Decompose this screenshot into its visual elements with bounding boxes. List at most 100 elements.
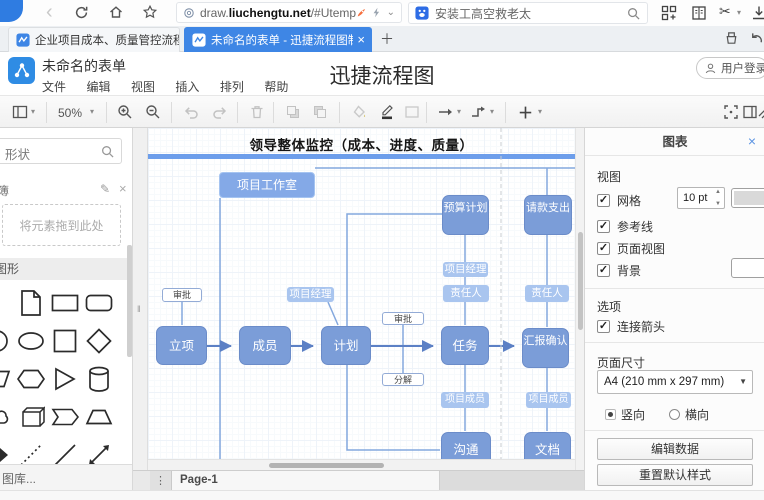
rocket-icon[interactable] — [356, 6, 367, 19]
edit-pencil-icon[interactable]: ✎ — [100, 182, 111, 196]
browser-logo-icon[interactable] — [0, 0, 23, 22]
shape-rounded-rectangle[interactable] — [82, 284, 116, 322]
flow-node-task[interactable]: 任务 — [441, 326, 489, 365]
shape-cloud[interactable] — [0, 398, 14, 436]
flow-label-owner[interactable]: 责任人 — [525, 285, 569, 302]
shape-triangle[interactable] — [48, 360, 82, 398]
guides-checkbox-row[interactable]: ✓ 参考线 — [597, 218, 653, 235]
background-checkbox-row[interactable]: ✓ 背景 — [597, 262, 641, 279]
fullscreen-icon[interactable] — [724, 105, 738, 119]
panel-close-icon[interactable]: × — [747, 133, 756, 149]
login-button[interactable]: 用户登录 — [696, 57, 764, 79]
page-view-checkbox-row[interactable]: ✓ 页面视图 — [597, 240, 665, 257]
arrow-style-dropdown-icon[interactable]: ▾ — [457, 107, 462, 116]
canvas-hscrollbar[interactable] — [148, 459, 575, 470]
shape-document[interactable] — [14, 284, 48, 322]
zoom-out-icon[interactable] — [145, 104, 161, 120]
reset-style-button[interactable]: 重置默认样式 — [597, 464, 753, 486]
star-icon[interactable] — [142, 4, 158, 20]
panel-toggle-icon[interactable] — [743, 105, 757, 119]
menu-file[interactable]: 文件 — [42, 80, 67, 94]
apps-grid-icon[interactable] — [661, 5, 677, 21]
collapse-handle-icon[interactable]: ‖ — [137, 304, 141, 314]
zoom-dropdown-icon[interactable]: ▾ — [90, 107, 95, 116]
zoom-level[interactable]: 50% — [58, 106, 83, 120]
connector-style-dropdown-icon[interactable]: ▾ — [490, 107, 495, 116]
browser-tab-active[interactable]: 未命名的表单 - 迅捷流程图制作 × — [184, 27, 372, 52]
flow-label-approve[interactable]: 审批 — [162, 288, 202, 302]
flow-node-budget[interactable]: 预算计划 — [442, 195, 489, 235]
shape-arrow[interactable] — [0, 436, 14, 474]
shape-square[interactable] — [48, 322, 82, 360]
back-icon[interactable]: ‹ — [46, 1, 53, 23]
checkbox-checked-icon[interactable]: ✓ — [597, 220, 610, 233]
shape-chevron-banner[interactable] — [48, 398, 82, 436]
sidebar-collapse-strip[interactable]: ‖ — [133, 128, 148, 490]
clean-brush-icon[interactable] — [724, 31, 739, 46]
scissors-dropdown-icon[interactable]: ▾ — [737, 8, 742, 17]
delete-icon[interactable] — [249, 104, 265, 120]
checkbox-checked-icon[interactable]: ✓ — [597, 194, 610, 207]
arrow-style-icon[interactable] — [437, 105, 454, 119]
background-color-swatch[interactable] — [731, 258, 764, 278]
sidebar-scrollbar[interactable] — [127, 245, 132, 357]
vscroll-thumb[interactable] — [577, 232, 583, 330]
grid-checkbox-row[interactable]: ✓ 网格 — [597, 192, 641, 209]
flow-label-pm[interactable]: 项目经理 — [287, 287, 334, 302]
connector-style-icon[interactable] — [470, 105, 487, 119]
shape-search-input[interactable]: 形状 — [0, 138, 122, 164]
flow-node-plan[interactable]: 计划 — [321, 326, 371, 365]
shape-circle[interactable] — [0, 322, 14, 360]
flow-node-member[interactable]: 成员 — [239, 326, 291, 365]
spinner-up-icon[interactable]: ▲ — [715, 189, 721, 195]
undo-icon[interactable] — [183, 104, 200, 120]
fill-color-icon[interactable] — [351, 104, 367, 120]
browser-tab-inactive[interactable]: 企业项目成本、质量管控流程图 — [8, 27, 180, 52]
flow-node-start[interactable]: 立项 — [156, 326, 207, 365]
bring-front-icon[interactable] — [285, 104, 301, 120]
shape-double-arrow[interactable] — [82, 436, 116, 474]
connect-arrows-checkbox-row[interactable]: ✓ 连接箭头 — [597, 318, 665, 335]
frame-icon[interactable] — [404, 105, 420, 119]
shape-parallelogram[interactable] — [0, 360, 14, 398]
doc-title[interactable]: 未命名的表单 — [42, 58, 126, 74]
search-icon[interactable] — [627, 7, 640, 20]
shape-rectangle[interactable] — [48, 284, 82, 322]
shape-cube[interactable] — [14, 398, 48, 436]
lightning-icon[interactable] — [372, 6, 381, 19]
checkbox-checked-icon[interactable]: ✓ — [597, 264, 610, 277]
shape-trapezoid[interactable] — [82, 398, 116, 436]
close-icon[interactable]: × — [119, 181, 127, 196]
shape-diamond[interactable] — [82, 322, 116, 360]
menu-insert[interactable]: 插入 — [175, 80, 200, 94]
menu-view[interactable]: 视图 — [130, 80, 155, 94]
refresh-icon[interactable] — [74, 5, 89, 20]
hscroll-thumb[interactable] — [269, 463, 384, 468]
page-size-select[interactable]: A4 (210 mm x 297 mm) ▼ — [597, 370, 753, 394]
more-shapes-button[interactable]: 图库... — [0, 464, 132, 490]
flow-label-owner[interactable]: 责任人 — [443, 285, 489, 302]
page-menu-button[interactable]: ⋮ — [150, 471, 172, 490]
menu-help[interactable]: 帮助 — [264, 80, 289, 94]
redo-icon[interactable] — [211, 104, 228, 120]
browser-search-box[interactable]: 安装工高空救老太 — [408, 2, 648, 24]
flow-label-decompose[interactable]: 分解 — [382, 373, 424, 386]
edit-data-button[interactable]: 编辑数据 — [597, 438, 753, 460]
flow-node-payment[interactable]: 请款支出 — [524, 195, 572, 235]
flow-node-workroom[interactable]: 项目工作室 — [219, 172, 315, 198]
download-icon[interactable] — [751, 5, 764, 21]
flow-label-pmember[interactable]: 项目成员 — [441, 392, 489, 408]
canvas-vscrollbar[interactable] — [575, 128, 584, 470]
landscape-radio[interactable] — [669, 409, 681, 420]
insert-shape-icon[interactable]: ＋ — [518, 105, 534, 122]
search-icon[interactable] — [101, 145, 114, 158]
reading-list-icon[interactable] — [691, 5, 707, 21]
shapes-section-header[interactable]: 图形 — [0, 258, 132, 280]
diagram-canvas[interactable]: 领导整体监控（成本、进度、质量） — [148, 128, 575, 470]
shape-line[interactable] — [48, 436, 82, 474]
flow-label-pm[interactable]: 项目经理 — [443, 262, 488, 277]
tab-close-icon[interactable]: × — [357, 32, 365, 47]
spinner-down-icon[interactable]: ▼ — [715, 201, 721, 207]
menu-edit[interactable]: 编辑 — [86, 80, 111, 94]
flow-node-report[interactable]: 汇报确认 — [522, 328, 569, 368]
